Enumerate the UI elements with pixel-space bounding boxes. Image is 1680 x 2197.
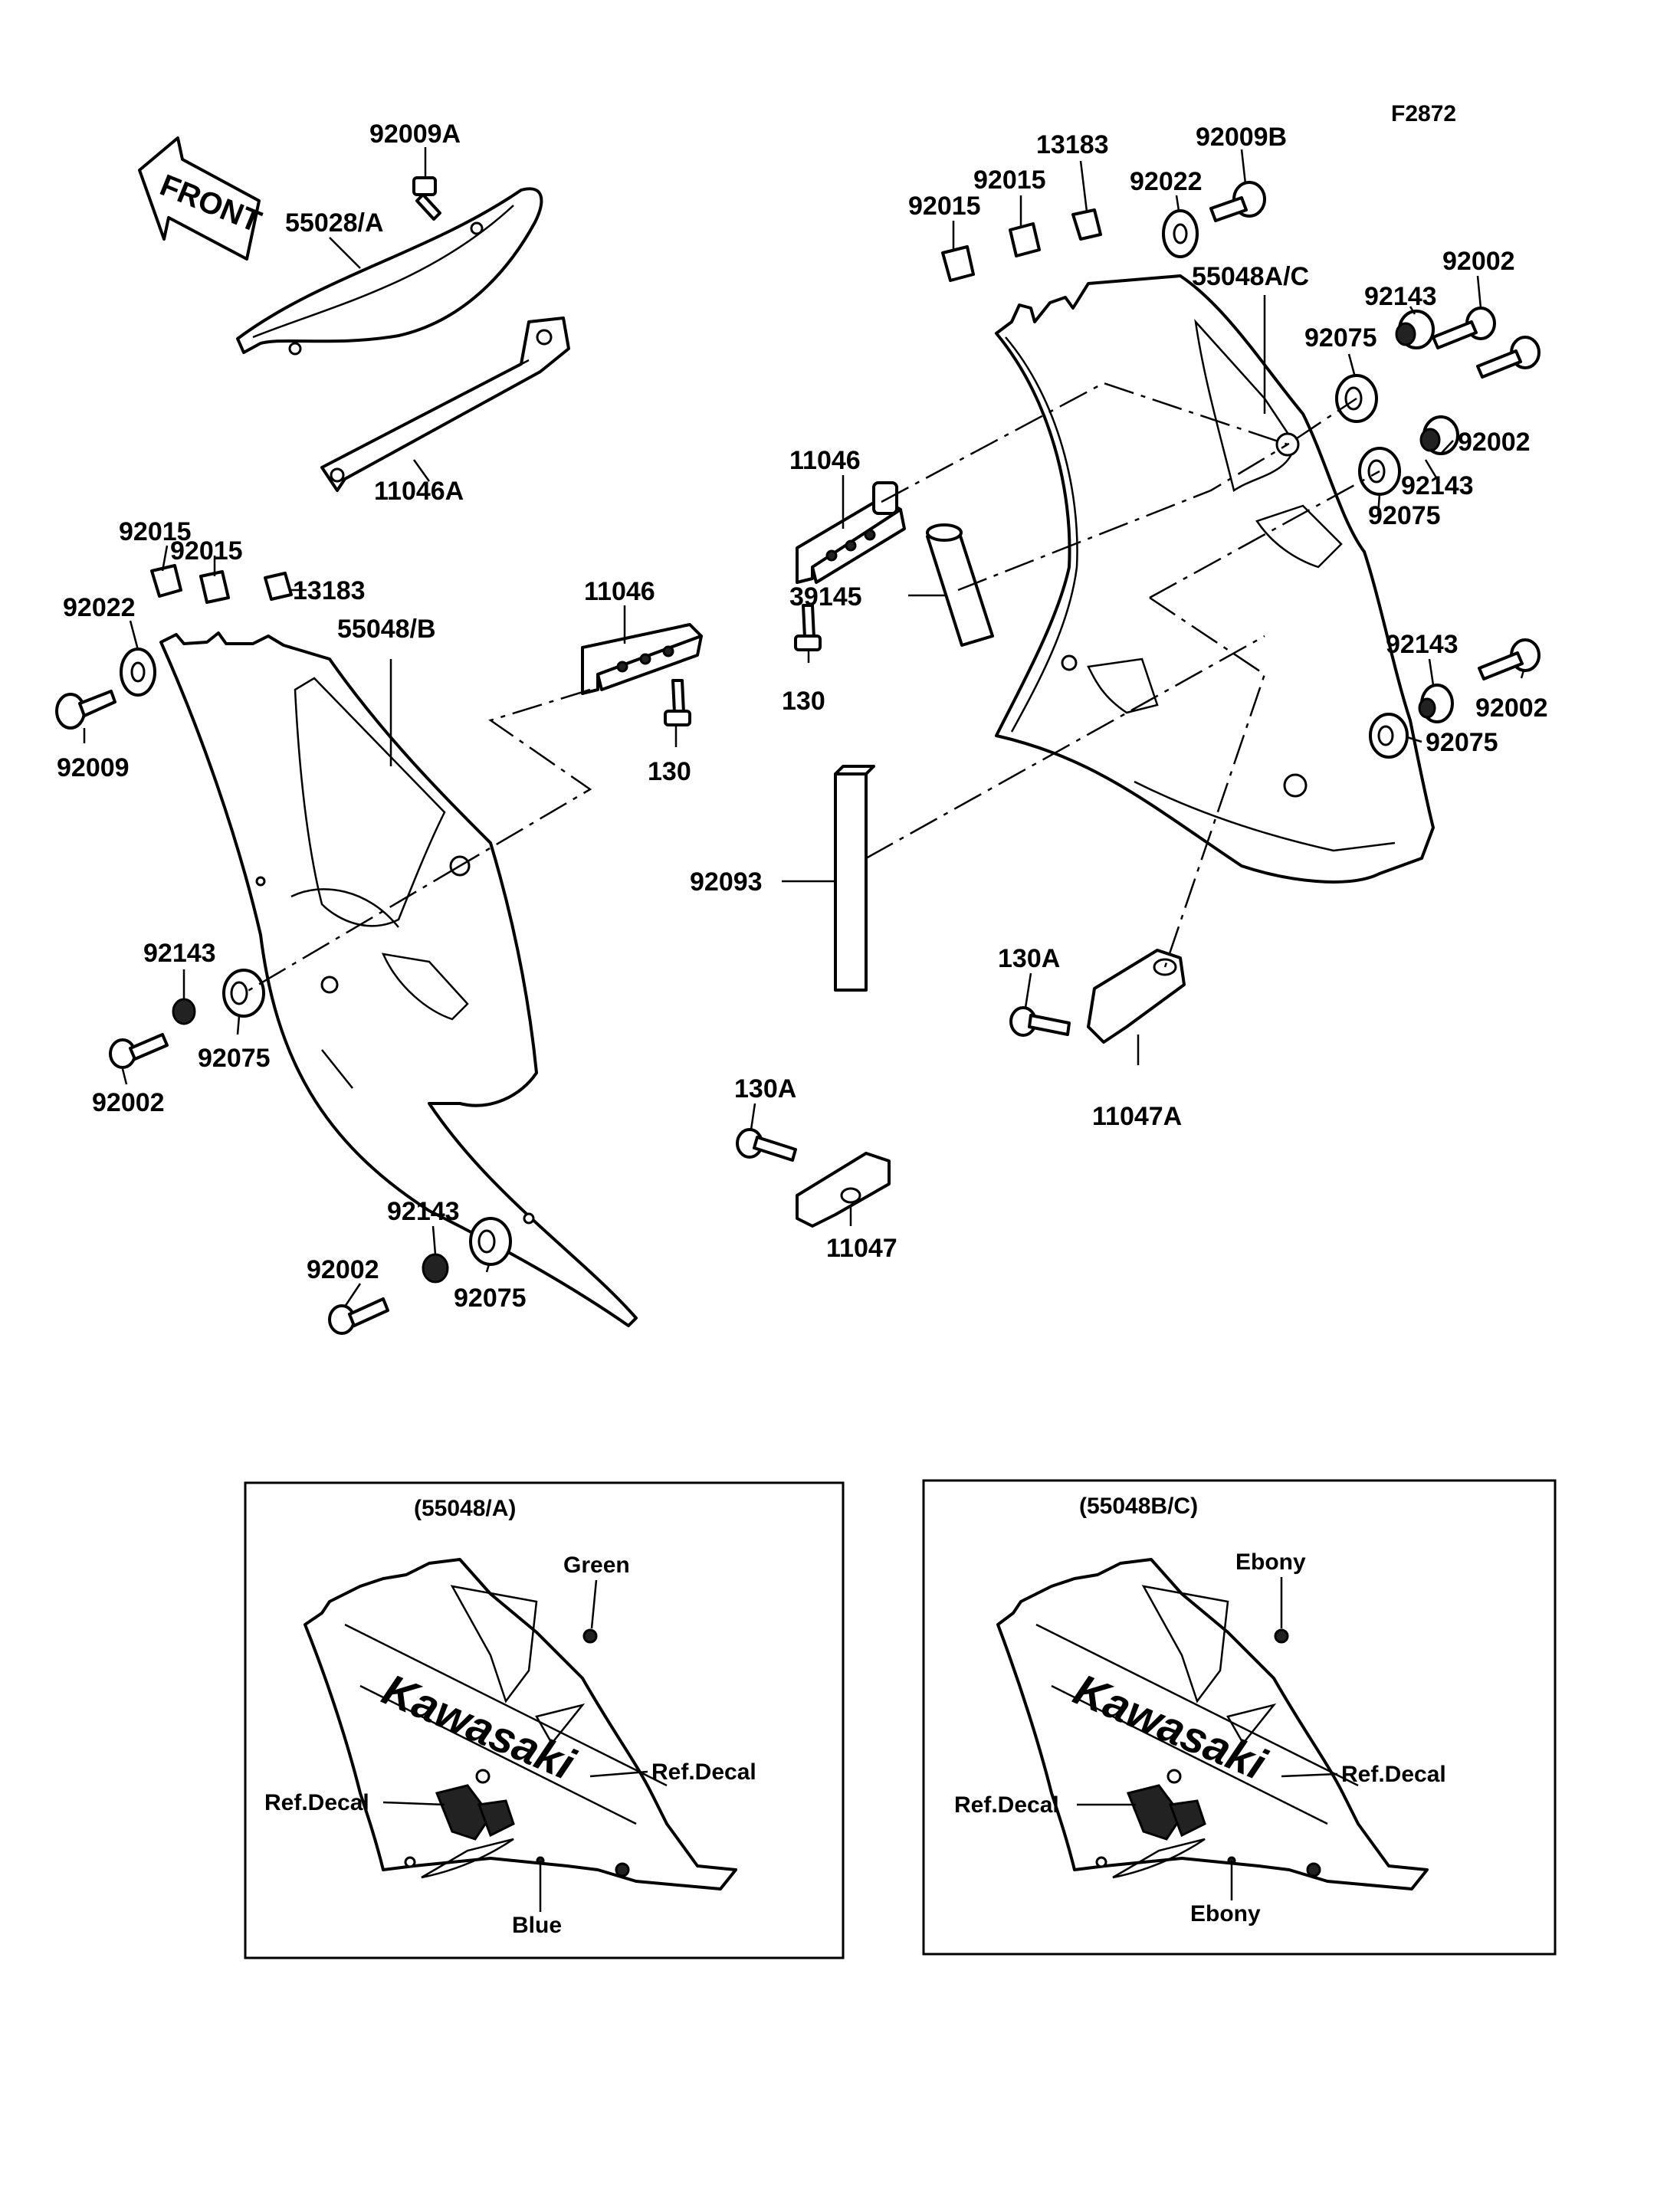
grommet-92143-right-2 (1419, 415, 1459, 455)
bracket-11046-right (796, 481, 906, 584)
variant-2-bottom-color: Ebony (1190, 1901, 1261, 1926)
label-55028A: 55028/A (285, 208, 384, 238)
screw-130-left (664, 679, 691, 726)
label-92009A: 92009A (369, 120, 461, 149)
label-130-left: 130 (648, 757, 691, 786)
screw-130A-right (1009, 1006, 1071, 1037)
figure-code: F2872 (1391, 101, 1456, 126)
variant-1-title: (55048/A) (414, 1496, 516, 1521)
variant-1-bottom-color: Blue (512, 1913, 562, 1938)
label-92075-left-1: 92075 (198, 1044, 271, 1073)
label-55048B: 55048/B (337, 615, 436, 644)
label-92002-left-1: 92002 (92, 1088, 165, 1117)
label-92015-right-2: 92015 (973, 166, 1046, 195)
grommet-92075-left-1 (222, 969, 265, 1018)
variant-2-decal-right: Ref.Decal (1341, 1762, 1446, 1787)
color-variant-box-2: (55048B/C) Kawasaki Ebony Ref.Decal Ref.… (922, 1479, 1557, 1956)
screw-92002-right-2 (1476, 336, 1541, 379)
label-92009-left: 92009 (57, 753, 130, 782)
label-13183-right: 13183 (1036, 130, 1109, 159)
bolt-92009A (412, 176, 441, 221)
label-92002-right-2: 92002 (1458, 428, 1531, 457)
label-92075-right-3: 92075 (1426, 728, 1498, 757)
label-130A-right: 130A (998, 944, 1060, 973)
grommet-92143-left-2 (422, 1253, 449, 1284)
label-11046-left: 11046 (584, 577, 655, 606)
screw-92002-left-1 (109, 1033, 169, 1069)
bracket-11047A (1087, 949, 1186, 1044)
screw-92002-right-1 (1432, 307, 1496, 349)
grommet-92143-right-3 (1418, 684, 1454, 723)
label-92075-right-2: 92075 (1368, 501, 1441, 530)
washer-92022-left (120, 648, 156, 697)
variant-2-title: (55048B/C) (1079, 1494, 1198, 1519)
label-55048AC: 55048A/C (1192, 262, 1309, 291)
label-92002-left-2: 92002 (307, 1255, 379, 1284)
label-92002-right-1: 92002 (1442, 247, 1515, 276)
front-direction-arrow: FRONT (138, 136, 266, 261)
bracket-11046-left (581, 623, 703, 695)
label-92143-right-1: 92143 (1364, 282, 1437, 311)
label-92075-right-1: 92075 (1304, 323, 1377, 353)
label-39145: 39145 (789, 582, 862, 612)
label-11046-right: 11046 (789, 446, 861, 475)
variant-1-top-color: Green (563, 1553, 630, 1578)
label-92009B: 92009B (1196, 123, 1287, 152)
spacer-39145 (926, 523, 994, 647)
label-92143-right-3: 92143 (1386, 630, 1459, 659)
variant-2-decal-emblem (1126, 1784, 1206, 1841)
bracket-11046A (320, 316, 570, 492)
clip-13183-left (264, 572, 293, 601)
label-92015-left-1: 92015 (119, 517, 192, 546)
label-11047A: 11047A (1092, 1102, 1182, 1131)
clip-92015-left-1 (150, 564, 182, 598)
grommet-92143-right-1 (1395, 310, 1435, 349)
right-fairing-55048AC (995, 274, 1435, 884)
leader-lines (83, 147, 1525, 1307)
label-11046A: 11046A (374, 477, 464, 506)
label-92022-left: 92022 (63, 593, 136, 622)
label-92015-right-1: 92015 (908, 192, 981, 221)
grommet-92075-left-2 (469, 1217, 512, 1266)
left-fairing-55048B (159, 631, 638, 1327)
label-92143-left-2: 92143 (387, 1197, 460, 1226)
label-92075-left-2: 92075 (454, 1284, 527, 1313)
bracket-11047 (796, 1152, 891, 1228)
label-92022-right: 92022 (1130, 167, 1203, 196)
label-130-right: 130 (782, 687, 825, 716)
clip-92015-right-1 (941, 245, 975, 282)
label-13183-left: 13183 (293, 576, 366, 605)
clip-92015-right-2 (1009, 222, 1041, 257)
grommet-92143-left-1 (172, 998, 196, 1025)
grommet-92075-right-3 (1369, 713, 1409, 759)
foam-strip-92093 (834, 765, 875, 992)
screw-130-right (794, 604, 822, 651)
seat-cover-55028A (236, 187, 543, 356)
label-11047: 11047 (826, 1234, 897, 1263)
clip-13183-right (1071, 208, 1102, 241)
label-92143-right-2: 92143 (1401, 471, 1474, 500)
label-92093: 92093 (690, 867, 763, 897)
label-92143-left-1: 92143 (143, 939, 216, 968)
screw-92009-left (55, 690, 116, 730)
label-92002-right-3: 92002 (1475, 694, 1548, 723)
variant-1-decal-emblem (435, 1784, 515, 1841)
label-130A-middle: 130A (734, 1074, 796, 1103)
variant-2-decal-left: Ref.Decal (954, 1792, 1059, 1818)
screw-92002-right-3 (1478, 638, 1541, 680)
screw-130A-middle (736, 1128, 797, 1162)
bolt-92009B-right (1209, 181, 1266, 222)
washer-92022-right (1162, 209, 1199, 258)
variant-1-decal-right: Ref.Decal (651, 1759, 756, 1785)
color-variant-box-1: (55048/A) Kawasaki Green Ref.Decal Ref.D… (244, 1481, 845, 1959)
screw-92002-left-2 (328, 1297, 389, 1335)
variant-1-decal-left: Ref.Decal (264, 1790, 369, 1815)
label-92015-left-2: 92015 (170, 536, 243, 566)
variant-2-top-color: Ebony (1235, 1549, 1306, 1575)
